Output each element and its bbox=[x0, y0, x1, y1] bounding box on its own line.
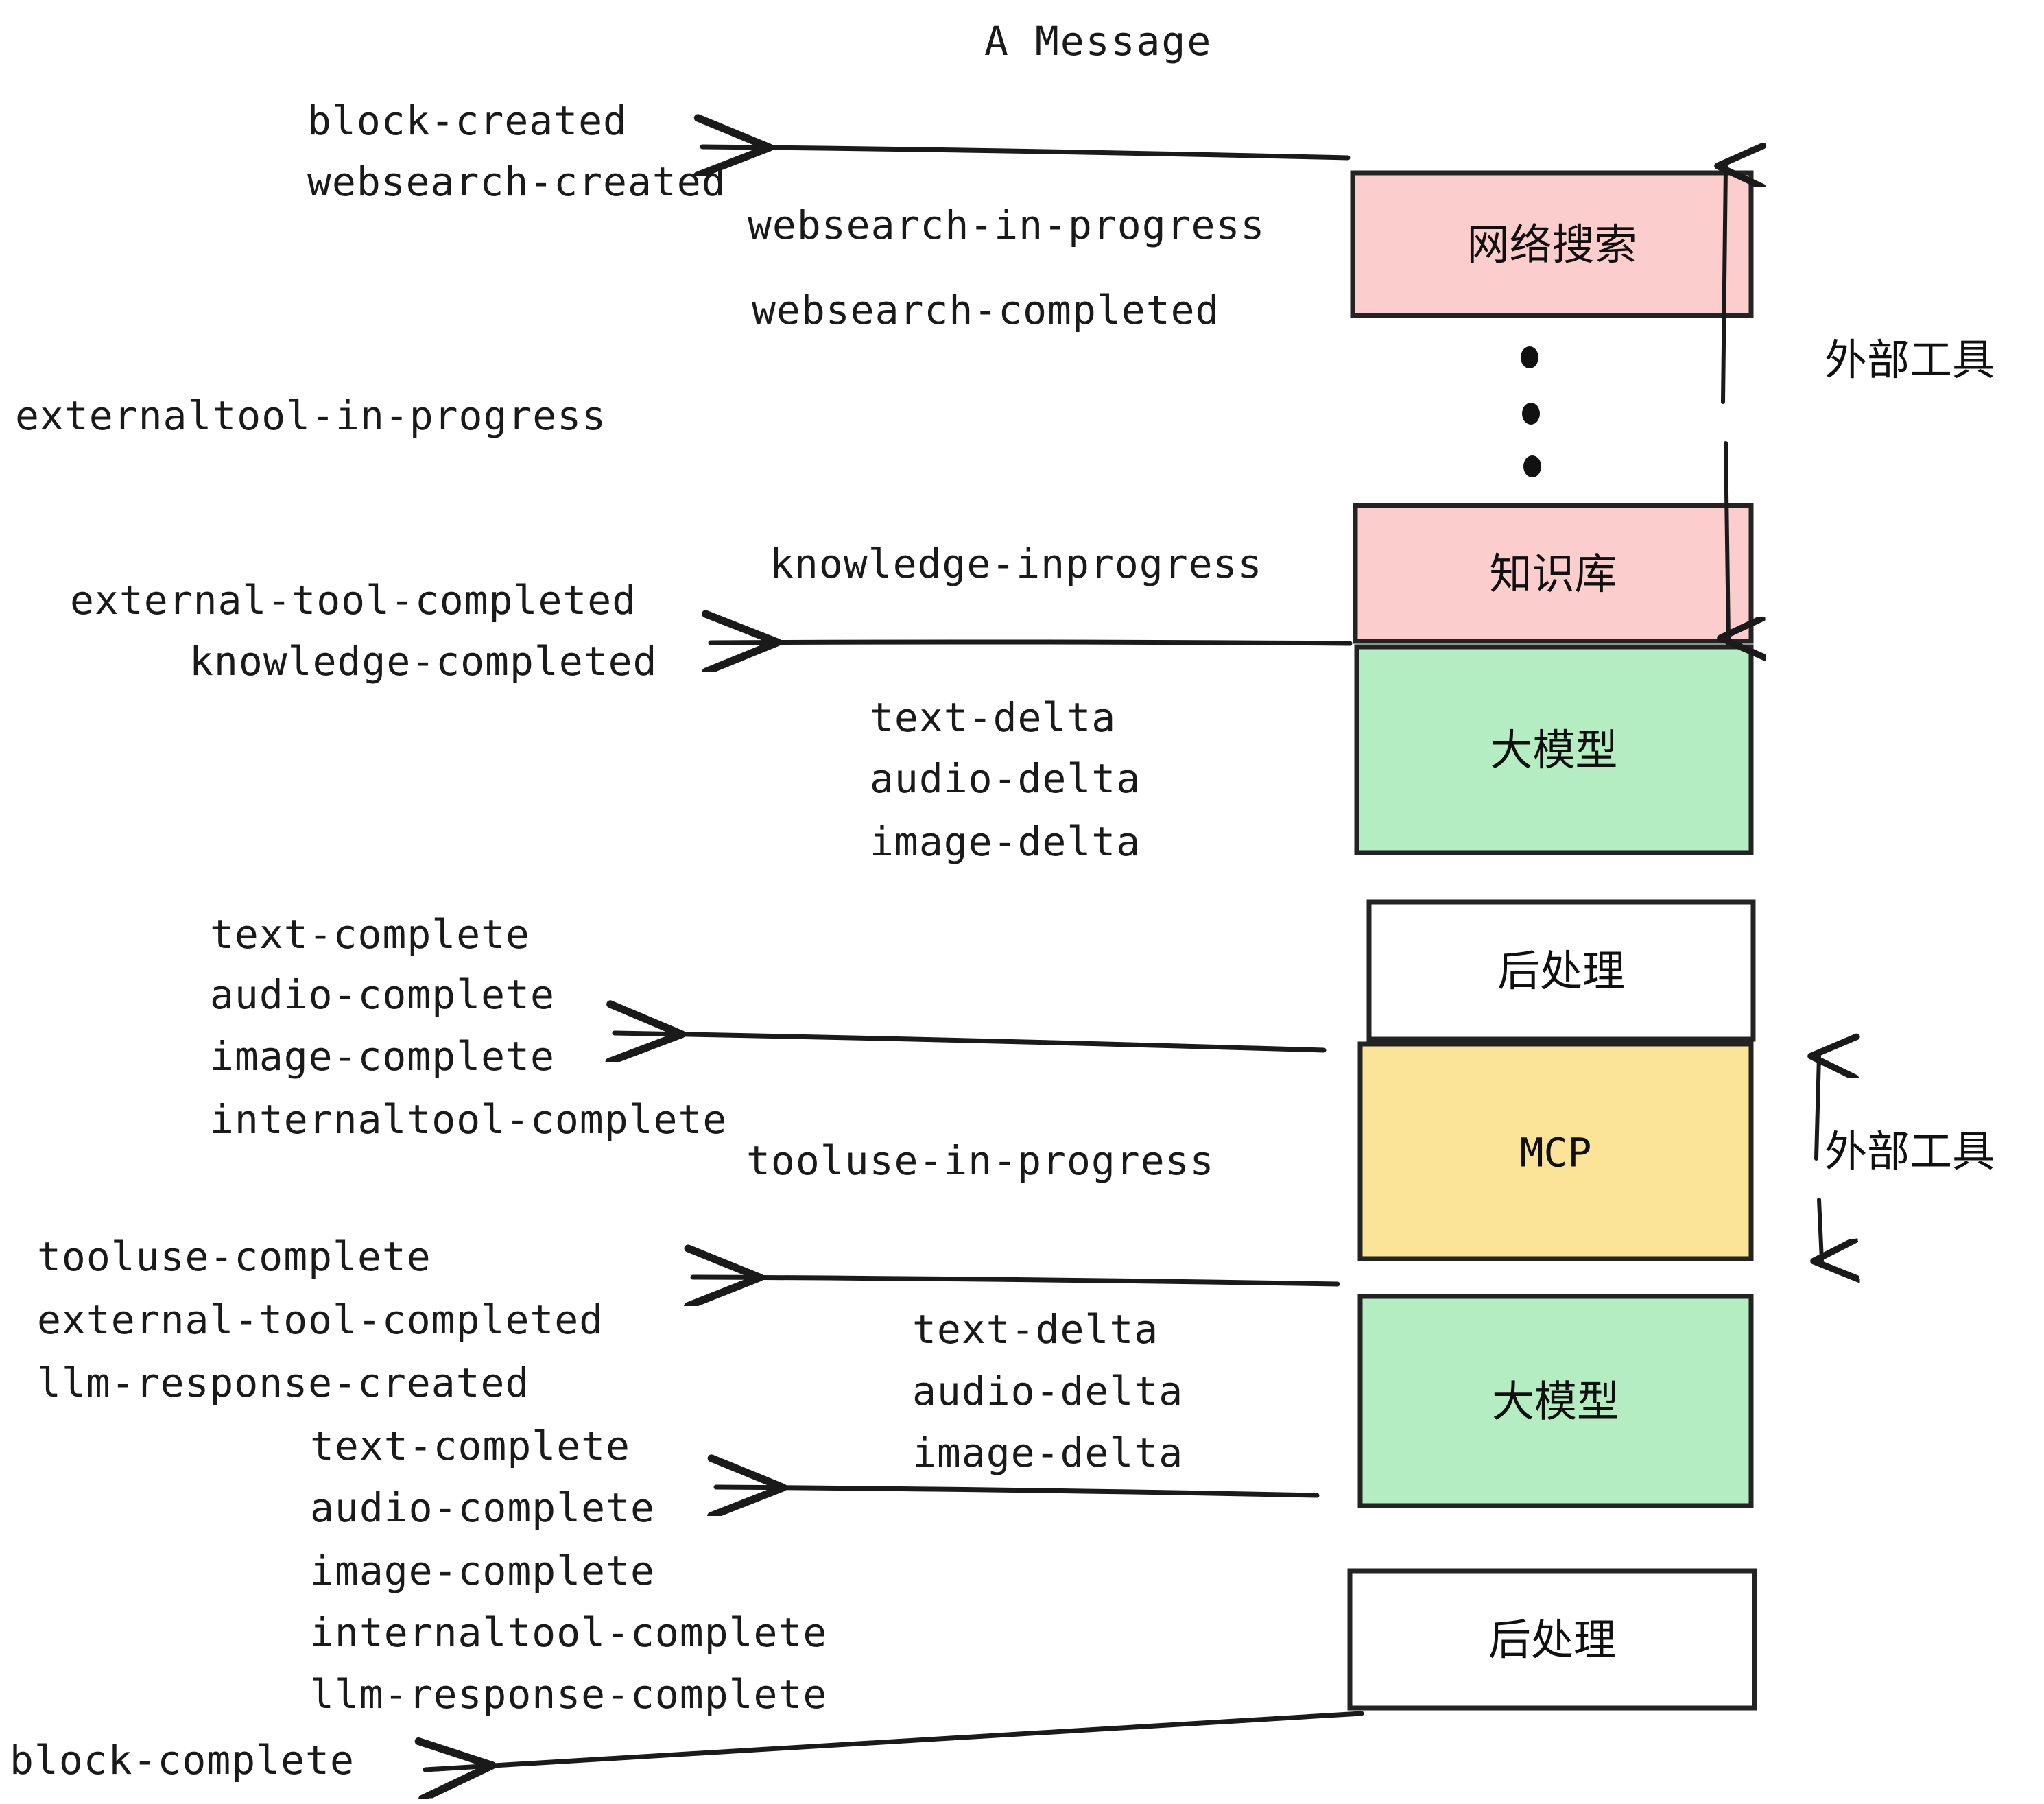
node-llm-1: 大模型 bbox=[1354, 644, 1754, 855]
node-box-mcp bbox=[1357, 1041, 1754, 1261]
arrow-knowledge-to-knowledge-completed bbox=[711, 642, 1353, 643]
dot-2 bbox=[1522, 403, 1540, 425]
event-label-block-created: block-created bbox=[307, 97, 628, 144]
connector-arrows bbox=[425, 147, 1364, 1770]
event-label-knowledge-completed: knowledge-completed bbox=[189, 638, 657, 685]
event-label-text-complete-2: text-complete bbox=[310, 1423, 630, 1469]
external-tool-scope-bottom-down-arrow bbox=[1819, 1198, 1822, 1261]
node-label-llm-1: 大模型 bbox=[1490, 725, 1617, 775]
event-label-external-tool-completed-2: external-tool-completed bbox=[37, 1296, 604, 1343]
arrow-mcp-to-tooluse-complete bbox=[693, 1277, 1340, 1284]
arrow-llm2-to-audio-complete bbox=[716, 1487, 1320, 1495]
event-label-websearch-created: websearch-created bbox=[307, 158, 726, 205]
event-label-text-complete-1: text-complete bbox=[210, 911, 530, 958]
event-label-audio-delta-2: audio-delta bbox=[912, 1368, 1183, 1414]
arrow-websearch-to-block-created bbox=[702, 147, 1351, 158]
node-box-websearch bbox=[1350, 170, 1754, 318]
event-label-knowledge-inprogress: knowledge-inprogress bbox=[770, 541, 1262, 587]
node-box-llm-1 bbox=[1354, 644, 1754, 855]
external-tool-scope-top-down-arrow bbox=[1726, 441, 1728, 638]
arrow-postprocess-to-image-complete bbox=[615, 1033, 1327, 1050]
event-label-internaltool-complete-2: internaltool-complete bbox=[310, 1609, 827, 1656]
event-label-llm-response-created: llm-response-created bbox=[37, 1360, 530, 1406]
node-box-knowledge bbox=[1353, 503, 1754, 644]
event-label-image-complete-1: image-complete bbox=[210, 1033, 555, 1080]
node-box-postprocess-1 bbox=[1366, 899, 1756, 1042]
node-mcp: MCP bbox=[1357, 1041, 1754, 1261]
node-label-websearch: 网络搜索 bbox=[1466, 219, 1637, 270]
event-label-tooluse-in-progress: tooluse-in-progress bbox=[746, 1137, 1214, 1184]
dot-3 bbox=[1523, 455, 1541, 477]
node-label-mcp: MCP bbox=[1520, 1130, 1592, 1176]
event-label-llm-response-complete: llm-response-complete bbox=[310, 1671, 827, 1718]
page-title: A Message bbox=[984, 18, 1212, 64]
node-box-postprocess-2 bbox=[1347, 1568, 1757, 1711]
event-label-block-complete: block-complete bbox=[10, 1737, 355, 1783]
event-label-image-delta-2: image-delta bbox=[912, 1429, 1183, 1476]
external-tool-scope-top-up-arrow bbox=[1723, 166, 1726, 404]
node-label-postprocess-2: 后处理 bbox=[1488, 1615, 1616, 1665]
dot-1 bbox=[1521, 346, 1538, 368]
vertical-ellipsis bbox=[1521, 346, 1541, 477]
event-label-text-delta-2: text-delta bbox=[912, 1306, 1158, 1353]
event-label-audio-complete-2: audio-complete bbox=[310, 1484, 655, 1531]
node-label-knowledge: 知识库 bbox=[1489, 549, 1617, 599]
event-label-audio-complete-1: audio-complete bbox=[210, 971, 555, 1018]
event-label-image-delta-1: image-delta bbox=[870, 818, 1141, 865]
side-label-external-tool-top: 外部工具 bbox=[1825, 335, 1995, 385]
node-postprocess-2: 后处理 bbox=[1347, 1568, 1757, 1711]
event-labels: block-created websearch-created websearch-… bbox=[10, 97, 1265, 1783]
event-label-external-tool-completed-1: external-tool-completed bbox=[70, 577, 637, 624]
side-label-external-tool-bottom: 外部工具 bbox=[1825, 1126, 1995, 1176]
event-label-text-delta-1: text-delta bbox=[870, 694, 1116, 741]
node-label-llm-2: 大模型 bbox=[1492, 1377, 1619, 1427]
event-label-websearch-completed: websearch-completed bbox=[752, 287, 1220, 333]
node-postprocess-1: 后处理 bbox=[1366, 899, 1756, 1042]
event-label-audio-delta-1: audio-delta bbox=[870, 755, 1141, 802]
node-knowledge: 知识库 bbox=[1353, 503, 1754, 644]
event-label-externaltool-in-progress: externaltool-in-progress bbox=[15, 392, 606, 439]
node-label-postprocess-1: 后处理 bbox=[1497, 946, 1625, 996]
node-websearch: 网络搜索 bbox=[1350, 170, 1754, 318]
node-box-llm-2 bbox=[1357, 1294, 1754, 1508]
node-llm-2: 大模型 bbox=[1357, 1294, 1754, 1508]
scope-brackets bbox=[1723, 166, 1822, 1261]
event-label-tooluse-complete: tooluse-complete bbox=[37, 1233, 431, 1280]
event-label-image-complete-2: image-complete bbox=[310, 1547, 655, 1594]
external-tool-scope-bottom-up-arrow bbox=[1816, 1056, 1819, 1161]
event-label-internaltool-complete-1: internaltool-complete bbox=[210, 1096, 727, 1143]
event-label-websearch-in-progress: websearch-in-progress bbox=[748, 202, 1265, 248]
arrow-postprocess2-to-block-complete bbox=[425, 1711, 1364, 1770]
